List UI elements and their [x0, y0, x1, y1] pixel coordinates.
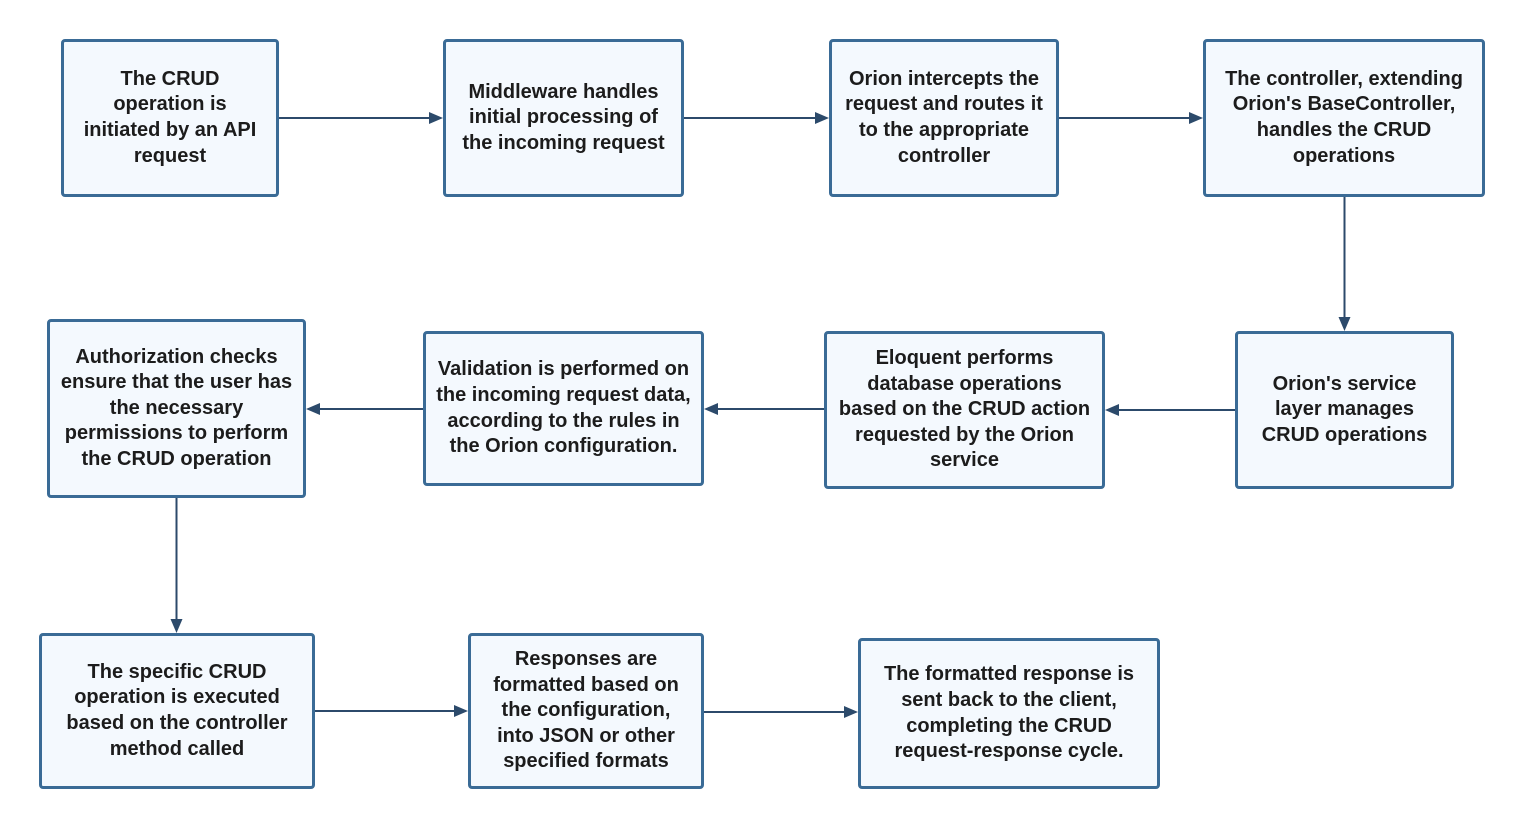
arrowhead-icon	[306, 403, 320, 415]
step-5-box: Orion's service layer manages CRUD opera…	[1235, 331, 1454, 489]
step-1-box: The CRUD operation is initiated by an AP…	[61, 39, 279, 197]
step-7-label: Validation is performed on the incoming …	[436, 358, 691, 458]
step-9-label: The specific CRUD operation is executed …	[66, 660, 288, 760]
arrowhead-icon	[1338, 317, 1351, 331]
step-10-box: Responses are formatted based on the con…	[468, 633, 704, 789]
arrowhead-icon	[1105, 404, 1119, 416]
arrowhead-icon	[815, 112, 829, 124]
arrowhead-icon	[844, 706, 858, 718]
step-1-label: The CRUD operation is initiated by an AP…	[83, 67, 257, 167]
step-6-label: Eloquent performs database operations ba…	[838, 347, 1091, 472]
arrowhead-icon	[170, 619, 183, 633]
step-4-box: The controller, extending Orion's BaseCo…	[1203, 39, 1485, 197]
arrowhead-icon	[1189, 112, 1203, 124]
step-8-box: Authorization checks ensure that the use…	[47, 319, 306, 498]
step-7-box: Validation is performed on the incoming …	[423, 331, 704, 486]
step-10-label: Responses are formatted based on the con…	[493, 648, 679, 773]
arrowhead-icon	[429, 112, 443, 124]
step-3-label: Orion intercepts the request and routes …	[845, 67, 1043, 167]
step-2-label: Middleware handles initial processing of…	[462, 80, 665, 154]
step-5-label: Orion's service layer manages CRUD opera…	[1261, 372, 1428, 446]
step-2-box: Middleware handles initial processing of…	[443, 39, 684, 197]
step-6-box: Eloquent performs database operations ba…	[824, 331, 1105, 489]
step-9-box: The specific CRUD operation is executed …	[39, 633, 315, 789]
step-4-label: The controller, extending Orion's BaseCo…	[1225, 67, 1463, 167]
arrowhead-icon	[454, 705, 468, 717]
step-11-label: The formatted response is sent back to t…	[883, 663, 1135, 763]
arrowhead-icon	[704, 403, 718, 415]
step-8-label: Authorization checks ensure that the use…	[60, 345, 293, 470]
step-11-box: The formatted response is sent back to t…	[858, 638, 1160, 789]
step-3-box: Orion intercepts the request and routes …	[829, 39, 1059, 197]
